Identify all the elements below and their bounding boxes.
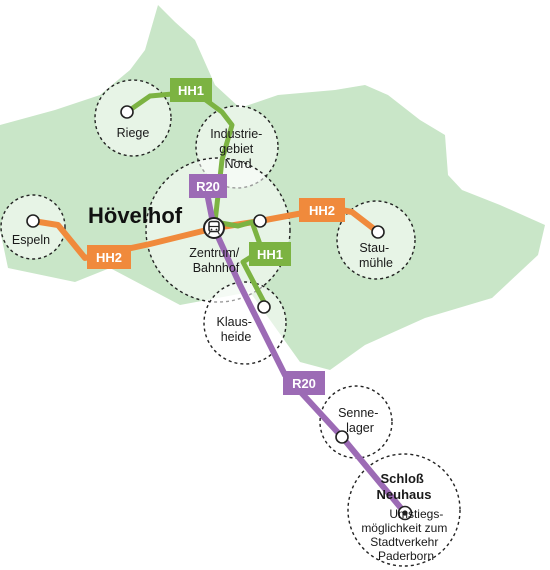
badge-hh1-south: HH1 [249, 242, 291, 266]
svg-text:R20: R20 [292, 376, 316, 391]
badge-hh2-east: HH2 [299, 198, 345, 222]
badge-r20-north: R20 [189, 174, 227, 198]
label-industriegebiet: Industrie- gebiet Nord [210, 127, 266, 171]
stop-riege [120, 105, 134, 119]
label-zentrum: Zentrum/ Bahnhof [189, 246, 243, 275]
terminus-icon [397, 505, 413, 521]
label-staumuehle: Stau- mühle [359, 241, 393, 270]
stop-staumuehle [371, 225, 385, 239]
zone-staumuehle [336, 200, 416, 280]
label-klausheide: Klaus- heide [217, 315, 256, 344]
svg-text:HH2: HH2 [96, 250, 122, 265]
town-title: Hövelhof [88, 203, 183, 228]
svg-text:HH1: HH1 [178, 83, 204, 98]
stop-klausheide [257, 300, 271, 314]
zone-riege [94, 79, 172, 157]
stop-espeln [26, 214, 40, 228]
label-sennelager: Senne- lager [338, 406, 382, 435]
label-umstieg: Umstiegs- möglichkeit zum Stadtverkehr P… [361, 507, 450, 563]
svg-text:HH1: HH1 [257, 247, 283, 262]
train-station-icon [203, 217, 225, 239]
label-riege: Riege [117, 126, 150, 140]
label-espeln: Espeln [12, 233, 50, 247]
stop-zentrum-east [253, 214, 267, 228]
stop-sennelager [335, 430, 349, 444]
label-schloss-neuhaus: Schloß Neuhaus [377, 471, 432, 502]
badge-hh2-west: HH2 [87, 245, 131, 269]
svg-text:HH2: HH2 [309, 203, 335, 218]
svg-text:R20: R20 [196, 179, 220, 194]
badge-hh1-north: HH1 [170, 78, 212, 102]
badge-r20-south: R20 [283, 371, 325, 395]
